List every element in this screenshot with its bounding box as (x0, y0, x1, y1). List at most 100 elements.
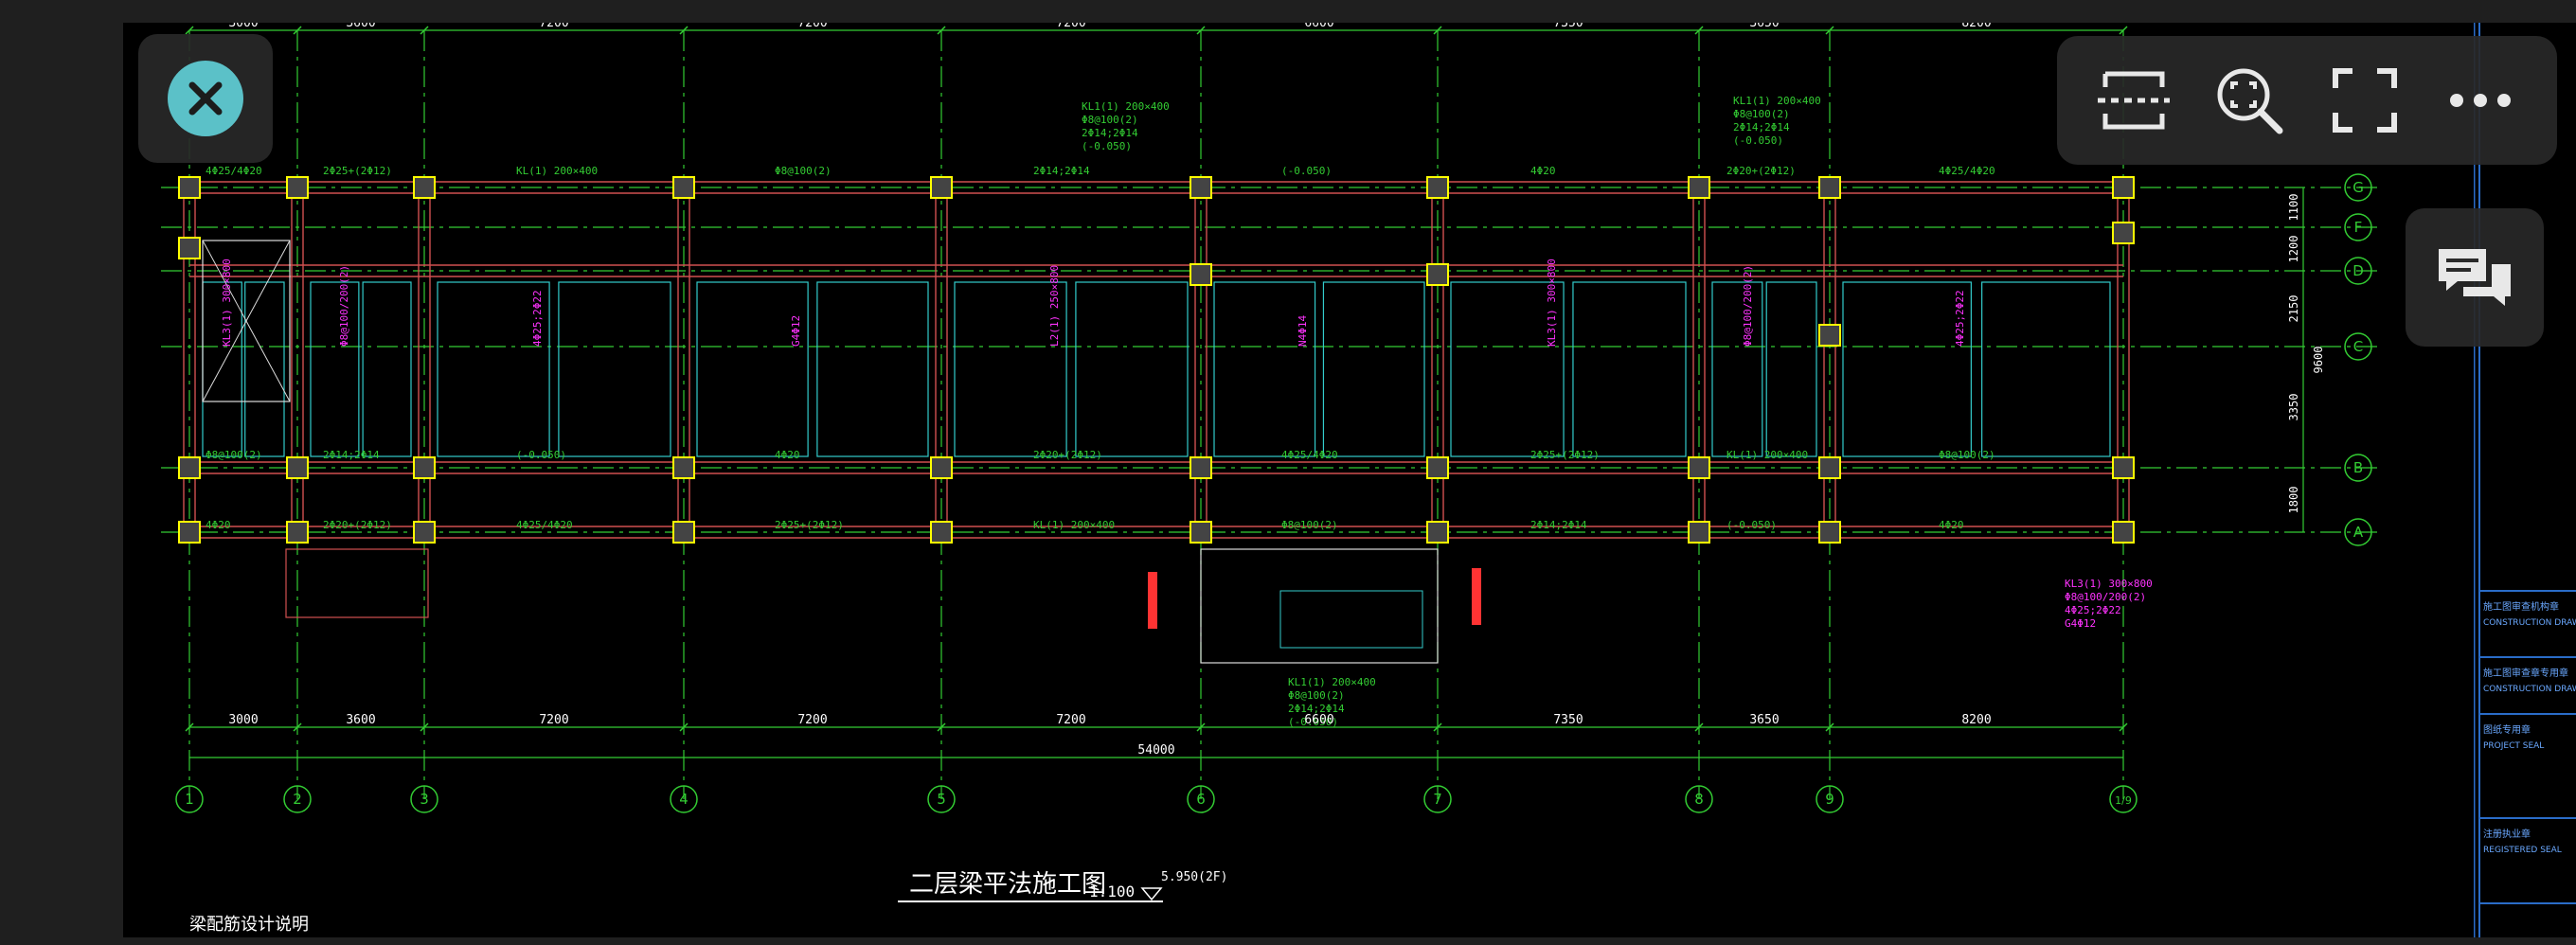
column-axis-label: 9 (1825, 791, 1834, 808)
column (1190, 176, 1212, 199)
column (413, 521, 436, 544)
beam-label: 2Φ20+(2Φ12) (1033, 449, 1102, 461)
beam-label: (-0.050) (516, 449, 566, 461)
beam-label: 4Φ20 (1530, 165, 1556, 177)
comments-icon (2439, 249, 2511, 306)
beam-label: 4Φ20 (775, 449, 800, 461)
dimension-tick (293, 722, 302, 732)
dimension-tick (420, 26, 429, 35)
beam-label: 4Φ25/4Φ20 (516, 519, 573, 531)
dimension-tick (293, 26, 302, 35)
slab-panel (1075, 281, 1189, 457)
beam-label: Φ8@100(2) (1733, 108, 1790, 120)
beam-label: 2Φ25+(2Φ12) (775, 519, 844, 531)
tb-label-0: 施工图审查机构章 (2483, 600, 2559, 613)
beam-label: (-0.050) (1082, 140, 1132, 152)
row-axis-bubble (2344, 173, 2372, 202)
fullscreen-button[interactable] (2319, 55, 2410, 146)
column (178, 521, 201, 544)
scan-button[interactable] (2088, 55, 2179, 146)
beam-label: 2Φ14;2Φ14 (1733, 121, 1790, 134)
column (178, 237, 201, 259)
column-axis-label: 7 (1433, 791, 1442, 808)
dimension-tick (2119, 722, 2128, 732)
dimension-tick (1825, 722, 1834, 732)
design-note: 梁配筋设计说明 (189, 915, 309, 935)
row-axis-label: A (2353, 524, 2364, 541)
beam-label: 2Φ14;2Φ14 (1033, 165, 1090, 177)
beam-label: KL1(1) 200×400 (1733, 95, 1821, 107)
column (2112, 456, 2135, 479)
title-block: 施工图审查机构章 CONSTRUCTION DRAWING 施工图审查章专用章 … (2472, 23, 2576, 937)
beam-label: Φ8@100(2) (1082, 114, 1138, 126)
columns (178, 176, 2135, 544)
more-icon (2450, 94, 2511, 107)
dimension-text: 8200 (1961, 23, 1991, 30)
dimension-text: 6600 (1304, 713, 1333, 727)
beam-label: L2(1) 250×800 (1048, 265, 1061, 347)
tb-label-1: CONSTRUCTION DRAWING (2483, 618, 2576, 628)
total-dimension: 54000 (1137, 743, 1174, 758)
more-button[interactable] (2435, 55, 2526, 146)
dimension-text: 3650 (1749, 713, 1779, 727)
column (1818, 521, 1841, 544)
beam-label: 4Φ25;2Φ22 (2065, 604, 2121, 616)
beam-label: 2Φ14;2Φ14 (323, 449, 380, 461)
slab-panel (244, 281, 285, 457)
slab-panel (437, 281, 550, 457)
beam-label: KL3(1) 300×800 (1546, 259, 1558, 347)
column (1818, 324, 1841, 347)
beam-label: 4Φ25;2Φ22 (531, 290, 544, 347)
extension-box (285, 548, 429, 618)
column (1818, 456, 1841, 479)
beam-label: G4Φ12 (790, 315, 802, 347)
beam-label: 2Φ14;2Φ14 (1082, 127, 1138, 139)
column (930, 521, 953, 544)
column (672, 521, 695, 544)
close-icon (168, 61, 243, 136)
beam-label: 4Φ20 (206, 519, 231, 531)
comments-button[interactable] (2406, 208, 2544, 347)
column (1688, 176, 1710, 199)
beam-label: (-0.050) (1726, 519, 1777, 531)
slab-panel (1572, 281, 1687, 457)
column (1190, 456, 1212, 479)
row-axis-label: B (2353, 459, 2363, 476)
column (286, 456, 309, 479)
beam-label: 4Φ20 (1939, 519, 1964, 531)
zoom-search-button[interactable] (2204, 55, 2295, 146)
beam-label: Φ8@100(2) (206, 449, 262, 461)
red-tag (1148, 572, 1157, 629)
dimension-tick (1433, 26, 1442, 35)
column-axis-label: 4 (679, 791, 689, 808)
beam-label: 2Φ20+(2Φ12) (1726, 165, 1796, 177)
column-axis-bubble (670, 785, 698, 813)
beam-label: 2Φ20+(2Φ12) (323, 519, 392, 531)
slab-panel (1981, 281, 2111, 457)
dimension-tick (420, 722, 429, 732)
dimension-text: 8200 (1961, 713, 1991, 727)
dimension-tick (2119, 26, 2128, 35)
dimension-tick (1196, 26, 1206, 35)
dimension-text: 7200 (797, 23, 827, 30)
column (286, 176, 309, 199)
dimension-text: 7200 (1056, 713, 1085, 727)
column-axis-bubble (927, 785, 956, 813)
slab-panel (1322, 281, 1425, 457)
row-axis-bubble (2344, 518, 2372, 546)
beam-label: 2Φ14;2Φ14 (1288, 703, 1345, 715)
column (1190, 263, 1212, 286)
tb-label-2: 施工图审查章专用章 (2483, 667, 2568, 679)
dimension-tick (937, 722, 946, 732)
column (2112, 176, 2135, 199)
viewer-toolbar (2057, 36, 2557, 165)
close-button[interactable] (138, 34, 273, 163)
tb-label-4: 图纸专用章 (2483, 723, 2531, 736)
column (672, 176, 695, 199)
zoom-search-icon (2217, 68, 2283, 134)
beam-label: (-0.050) (1288, 716, 1338, 728)
beam-label: Φ8@100(2) (775, 165, 832, 177)
